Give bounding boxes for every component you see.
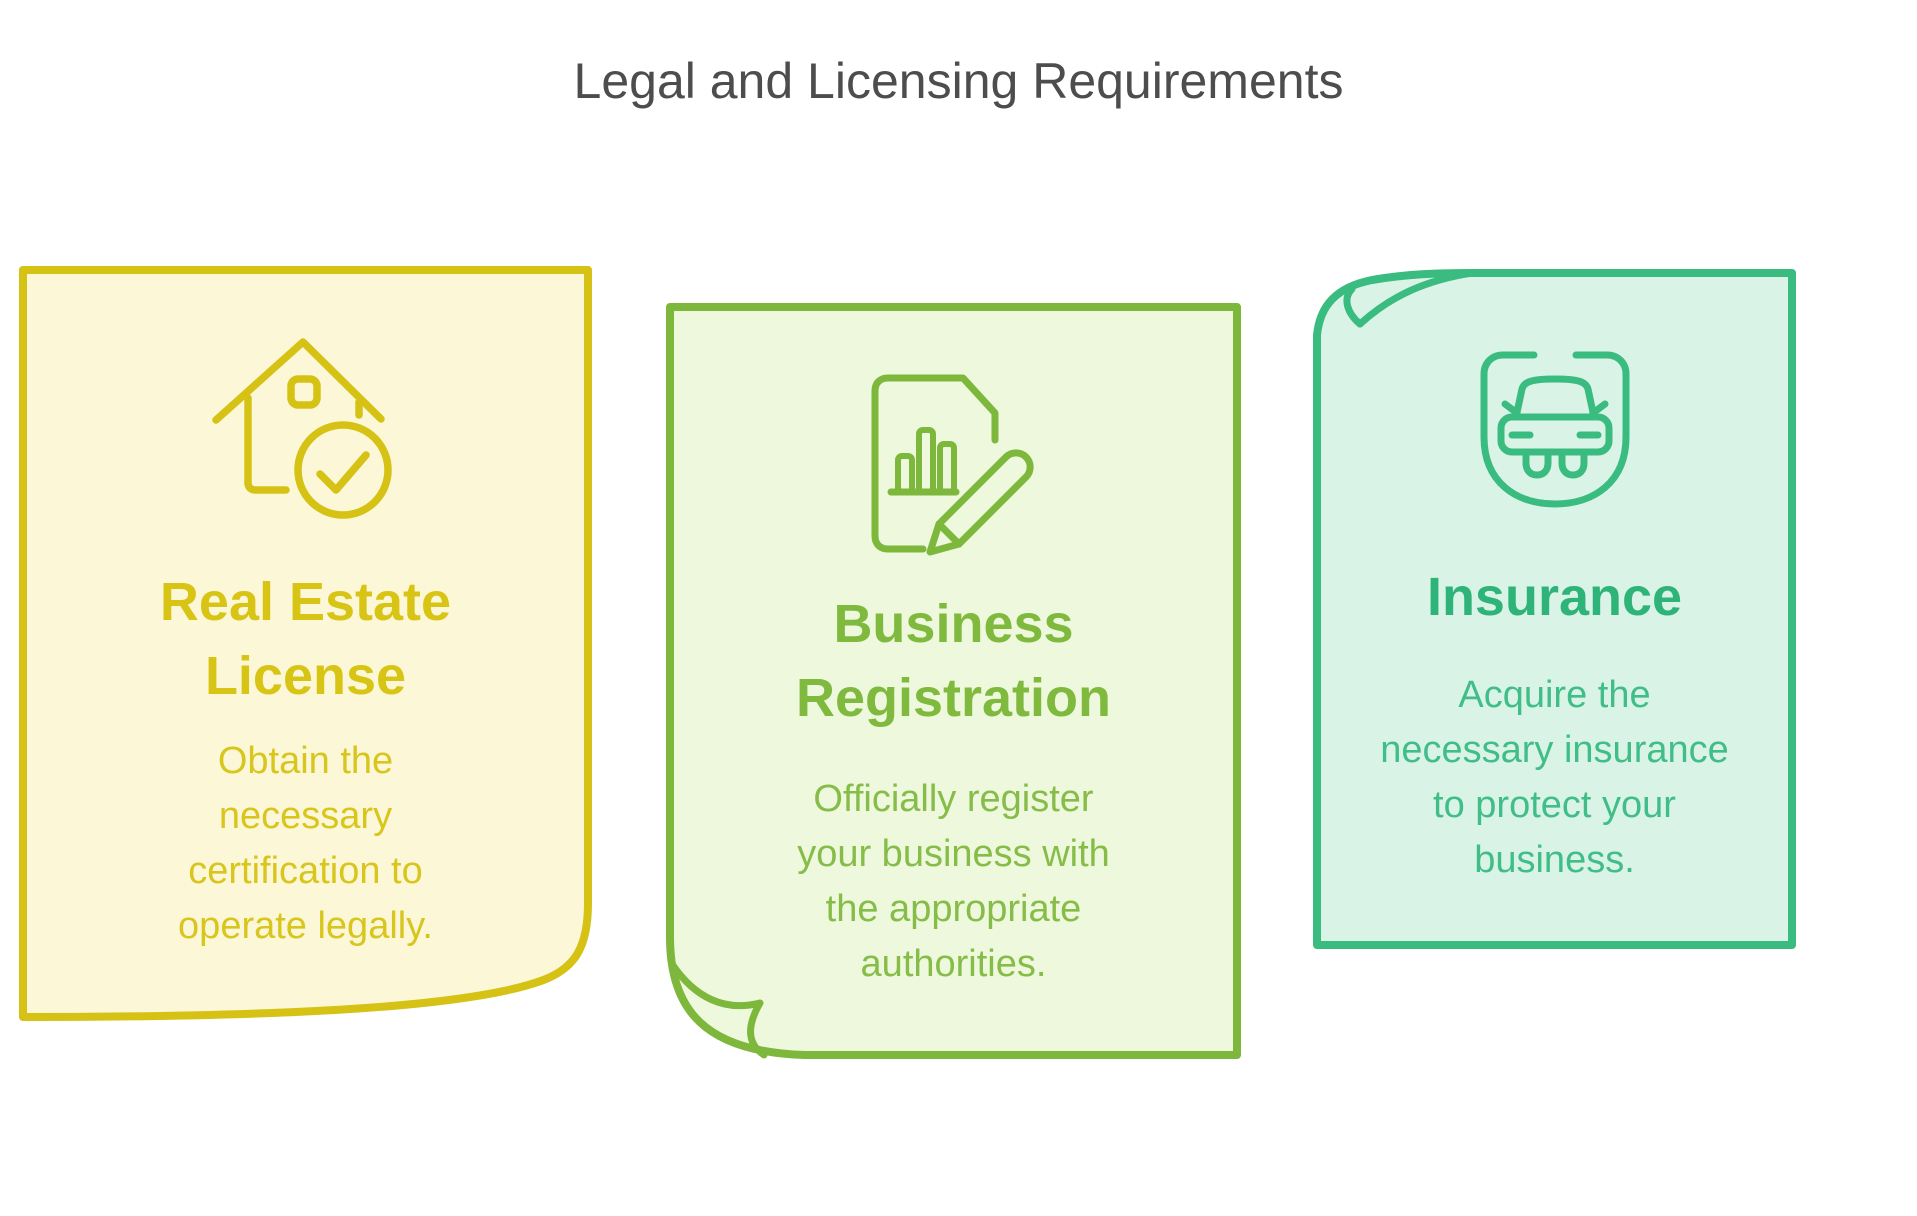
card-content: Insurance Acquire the necessary insuranc… [1312, 267, 1797, 950]
note-shape [666, 303, 1241, 1059]
note-shape [1313, 269, 1796, 949]
card-business-registration: Business Registration Officially registe… [665, 302, 1242, 1060]
document-chart-pencil-icon [866, 370, 1041, 570]
card-description: Officially register your business with t… [797, 777, 1110, 986]
card-real-estate-license: Real Estate License Obtain the necessary… [18, 265, 593, 1022]
page-curl [1356, 269, 1476, 328]
note-shape [19, 266, 592, 1021]
card-title: Business Registration [795, 594, 1112, 728]
page-title: Legal and Licensing Requirements [573, 53, 1344, 109]
card-description: Obtain the necessary certification to op… [178, 739, 433, 948]
card-description: Acquire the necessary insurance to prote… [1380, 673, 1729, 882]
page-curl-roll [1343, 285, 1364, 328]
card-insurance: Insurance Acquire the necessary insuranc… [1312, 267, 1797, 950]
car-shield-icon [1480, 351, 1630, 514]
card-content: Real Estate License Obtain the necessary… [18, 265, 593, 1022]
house-check-icon [208, 335, 403, 530]
card-content: Business Registration Officially registe… [665, 302, 1242, 1060]
page-curl [668, 960, 768, 1059]
card-title: Real Estate License [159, 572, 452, 706]
card-title: Insurance [1426, 567, 1683, 627]
